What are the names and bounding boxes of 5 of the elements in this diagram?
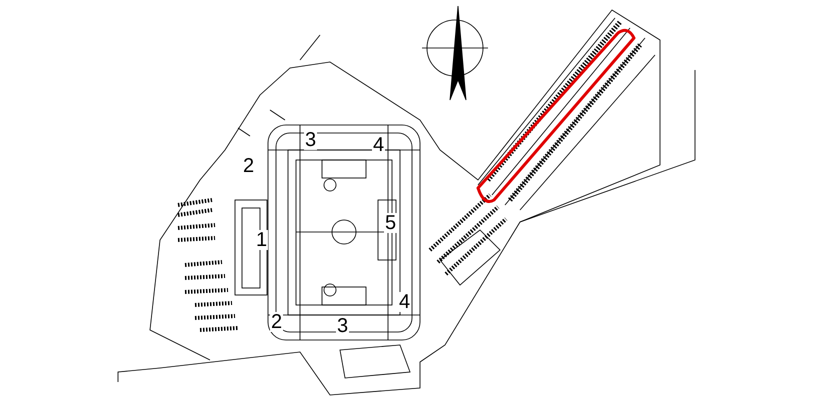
callout-number: 4: [398, 292, 412, 312]
callout-number: 2: [270, 312, 284, 332]
callout-number: 3: [304, 130, 318, 150]
callout-number: 1: [255, 230, 268, 250]
callout-number: 5: [384, 213, 398, 233]
